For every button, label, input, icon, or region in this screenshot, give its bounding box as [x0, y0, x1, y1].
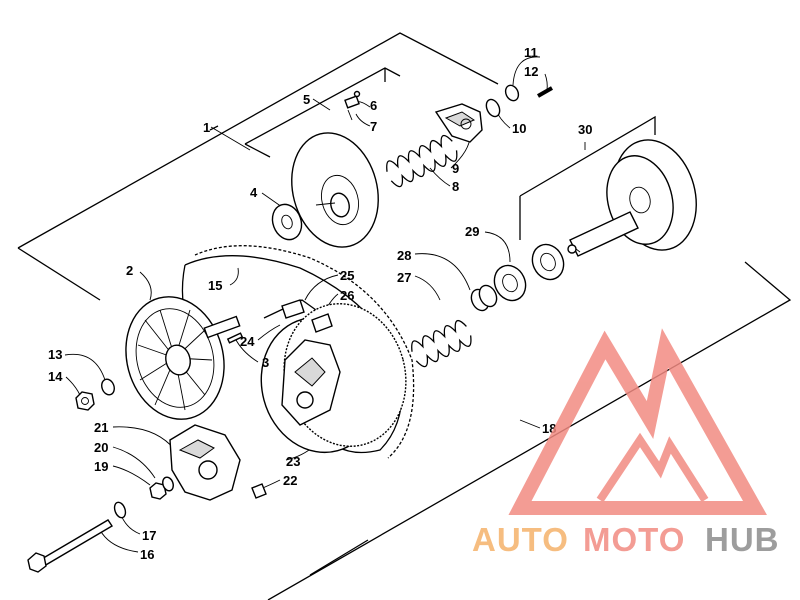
callout-5: 5: [303, 92, 310, 107]
part-spring-8: [386, 134, 458, 188]
callout-26: 26: [340, 288, 354, 303]
part-fixed-sheave-2: [125, 296, 241, 420]
part-bushing-28: [470, 284, 498, 312]
callout-17: 17: [142, 528, 156, 543]
callout-16: 16: [140, 547, 154, 562]
bracket-lines: [17, 32, 792, 600]
callout-19: 19: [94, 459, 108, 474]
callout-29: 29: [465, 224, 479, 239]
part-washer-17: [113, 501, 127, 519]
callout-3: 3: [262, 355, 269, 370]
callout-20: 20: [94, 440, 108, 455]
callout-13: 13: [48, 347, 62, 362]
part-driven-sheave-23: [260, 303, 407, 454]
callout-2: 2: [126, 263, 133, 278]
callout-4: 4: [250, 185, 258, 200]
watermark: AUTO MOTO HUB: [472, 328, 780, 558]
watermark-word-auto: AUTO: [472, 521, 569, 558]
part-bolt-16: [27, 519, 113, 573]
callout-6: 6: [370, 98, 377, 113]
callout-labels: 1 2 3 4 5 6 7 8 9 10 11 12 13 14 15 16 1…: [48, 45, 592, 562]
part-nut-washer-19-20: [149, 476, 174, 500]
part-spider-9: [434, 103, 483, 143]
watermark-word-moto: MOTO: [583, 521, 685, 558]
part-spring-27: [411, 319, 472, 368]
part-washer-11: [504, 84, 520, 102]
callout-11: 11: [524, 45, 538, 60]
part-slider-22: [251, 483, 267, 499]
part-screw-6-7: [344, 90, 361, 121]
callout-30: 30: [578, 122, 592, 137]
callout-22: 22: [283, 473, 297, 488]
callout-9: 9: [452, 161, 459, 176]
callout-12: 12: [524, 64, 538, 79]
part-washer-nut-13-14: [75, 378, 115, 411]
callout-21: 21: [94, 420, 108, 435]
part-cam-21: [169, 424, 241, 501]
watermark-logo-icon: [508, 328, 767, 515]
callout-1: 1: [203, 120, 210, 135]
leader-lines: [64, 56, 586, 553]
callout-25: 25: [340, 268, 354, 283]
callout-14: 14: [48, 369, 63, 384]
part-key-3: [226, 332, 244, 344]
part-driven-sheave-30: [567, 139, 697, 257]
callout-27: 27: [397, 270, 411, 285]
callout-8: 8: [452, 179, 459, 194]
part-moveable-sheave-5: [291, 132, 379, 248]
part-blocks-24-26: [281, 299, 333, 333]
callout-24: 24: [240, 334, 255, 349]
part-pin-12: [537, 86, 553, 98]
part-bearings-29: [493, 243, 565, 302]
callout-23: 23: [286, 454, 300, 469]
callout-7: 7: [370, 119, 377, 134]
callout-28: 28: [397, 248, 411, 263]
parts: [27, 84, 697, 573]
callout-10: 10: [512, 121, 526, 136]
part-ring-10: [485, 98, 501, 118]
callout-15: 15: [208, 278, 222, 293]
watermark-word-hub: HUB: [705, 521, 780, 558]
